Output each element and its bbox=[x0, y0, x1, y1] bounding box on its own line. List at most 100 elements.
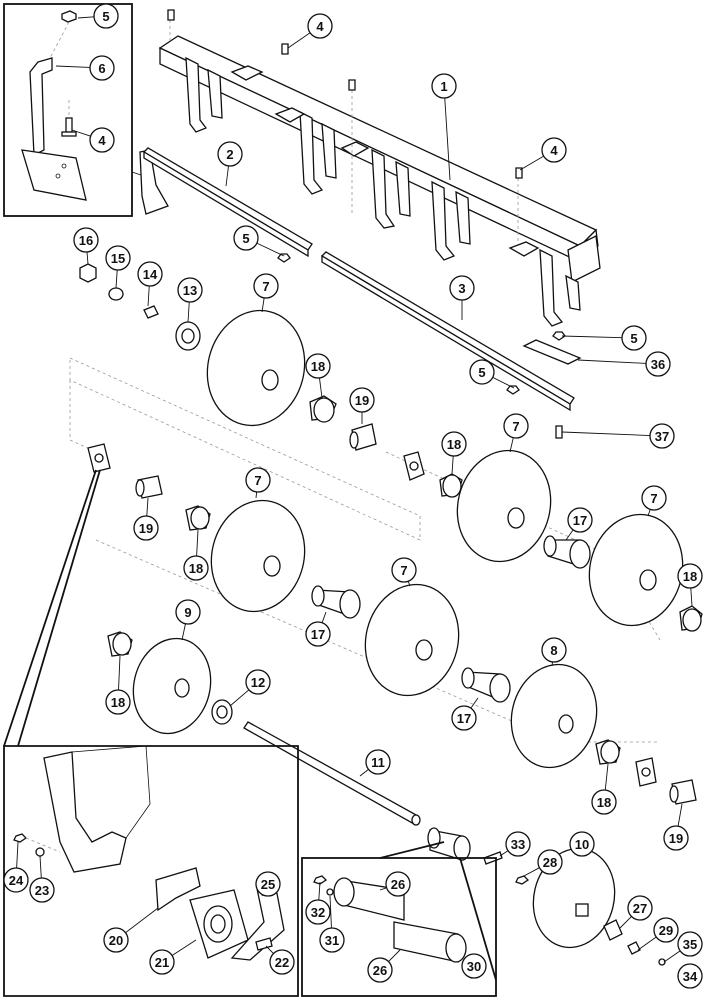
plate-36 bbox=[522, 339, 582, 365]
cone-spacer bbox=[679, 605, 703, 632]
callout-c32: 32 bbox=[305, 899, 331, 925]
nut-icon bbox=[61, 10, 77, 23]
callout-leader bbox=[146, 497, 149, 517]
callout-c26b: 26 bbox=[367, 957, 393, 983]
callout-bubble bbox=[245, 467, 271, 493]
callout-leader bbox=[321, 611, 327, 623]
callout-leader bbox=[318, 881, 321, 901]
callout-bubble bbox=[461, 953, 487, 979]
inset-frame-shank bbox=[3, 3, 133, 217]
callout-c15: 15 bbox=[105, 245, 131, 271]
callout-leader bbox=[451, 455, 454, 475]
callout-bubble bbox=[105, 245, 131, 271]
callout-label: 18 bbox=[597, 795, 611, 810]
callout-c36: 36 bbox=[645, 351, 671, 377]
callout-leader bbox=[229, 689, 250, 707]
callout-bubble bbox=[3, 867, 29, 893]
callout-leader bbox=[551, 661, 553, 667]
callout-c31: 31 bbox=[319, 927, 345, 953]
cone-spacer bbox=[595, 739, 621, 765]
callout-leader bbox=[265, 945, 274, 954]
callout-label: 35 bbox=[683, 937, 697, 952]
disc-blade bbox=[588, 513, 684, 627]
callout-bubble bbox=[677, 963, 703, 989]
callout-bubble bbox=[677, 563, 703, 589]
callout-bubble bbox=[367, 957, 393, 983]
square-washer bbox=[627, 941, 641, 955]
strap-bar-3 bbox=[320, 251, 575, 412]
callout-c30: 30 bbox=[461, 953, 487, 979]
callout-leader bbox=[523, 867, 540, 877]
cone-spacer bbox=[107, 631, 133, 657]
callout-c10: 10 bbox=[569, 831, 595, 857]
callout-c20: 20 bbox=[103, 927, 129, 953]
callout-bubble bbox=[627, 895, 653, 921]
callout-c8: 8 bbox=[541, 637, 567, 663]
callout-label: 5 bbox=[102, 9, 109, 24]
nut-icon bbox=[313, 875, 328, 885]
callout-bubble bbox=[541, 137, 567, 163]
disc-blade bbox=[206, 309, 306, 427]
callout-bubble bbox=[663, 825, 689, 851]
bearing-12 bbox=[211, 699, 233, 725]
disc-blade bbox=[364, 583, 460, 697]
callout-bubble bbox=[105, 689, 131, 715]
callout-c9: 9 bbox=[175, 599, 201, 625]
callout-label: 19 bbox=[139, 521, 153, 536]
callout-bubble bbox=[177, 277, 203, 303]
callout-label: 29 bbox=[659, 923, 673, 938]
spacer-spool bbox=[543, 535, 591, 569]
callout-c7a: 7 bbox=[253, 273, 279, 299]
callout-c12: 12 bbox=[245, 669, 271, 695]
callout-c35: 35 bbox=[677, 931, 703, 957]
tube-spacer bbox=[349, 423, 377, 451]
callout-bubble bbox=[431, 73, 457, 99]
callout-label: 28 bbox=[543, 855, 557, 870]
bolt-icon bbox=[65, 117, 73, 133]
callout-c18e: 18 bbox=[105, 689, 131, 715]
callout-bubble bbox=[505, 831, 531, 857]
callout-label: 7 bbox=[262, 279, 269, 294]
callout-label: 6 bbox=[98, 61, 105, 76]
callout-c4b: 4 bbox=[307, 13, 333, 39]
callout-leader bbox=[256, 242, 285, 257]
callout-leader bbox=[225, 165, 229, 187]
square-washer bbox=[143, 305, 159, 319]
callout-c25: 25 bbox=[255, 871, 281, 897]
callout-bubble bbox=[621, 325, 647, 351]
callout-bubble bbox=[305, 621, 331, 647]
callout-c22: 22 bbox=[269, 949, 295, 975]
callout-leader bbox=[388, 949, 401, 962]
bearing-flange bbox=[635, 757, 657, 787]
callout-c11: 11 bbox=[365, 749, 391, 775]
callout-c23: 23 bbox=[29, 877, 55, 903]
callout-label: 22 bbox=[275, 955, 289, 970]
callout-label: 19 bbox=[669, 831, 683, 846]
callout-leader bbox=[261, 297, 265, 313]
callout-label: 3 bbox=[458, 281, 465, 296]
callout-label: 27 bbox=[633, 901, 647, 916]
callout-bubble bbox=[441, 431, 467, 457]
callout-bubble bbox=[73, 227, 99, 253]
callout-leader bbox=[115, 269, 118, 289]
callout-leader bbox=[499, 850, 509, 857]
callout-label: 17 bbox=[573, 513, 587, 528]
cone-spacer bbox=[185, 505, 211, 531]
callout-bubble bbox=[307, 13, 333, 39]
nut-icon bbox=[13, 833, 28, 843]
callout-bubble bbox=[449, 275, 475, 301]
callout-label: 18 bbox=[447, 437, 461, 452]
callout-label: 21 bbox=[155, 955, 169, 970]
callout-label: 4 bbox=[550, 143, 558, 158]
callout-bubble bbox=[641, 485, 667, 511]
callout-bubble bbox=[149, 949, 175, 975]
callout-c7b: 7 bbox=[503, 413, 529, 439]
disc-blade bbox=[132, 637, 212, 735]
callout-label: 17 bbox=[311, 627, 325, 642]
callout-label: 7 bbox=[650, 491, 657, 506]
callout-bubble bbox=[253, 273, 279, 299]
callout-leader bbox=[171, 939, 197, 956]
bolt-icon bbox=[348, 79, 356, 91]
callout-label: 4 bbox=[316, 19, 324, 34]
callout-leader bbox=[359, 769, 369, 777]
